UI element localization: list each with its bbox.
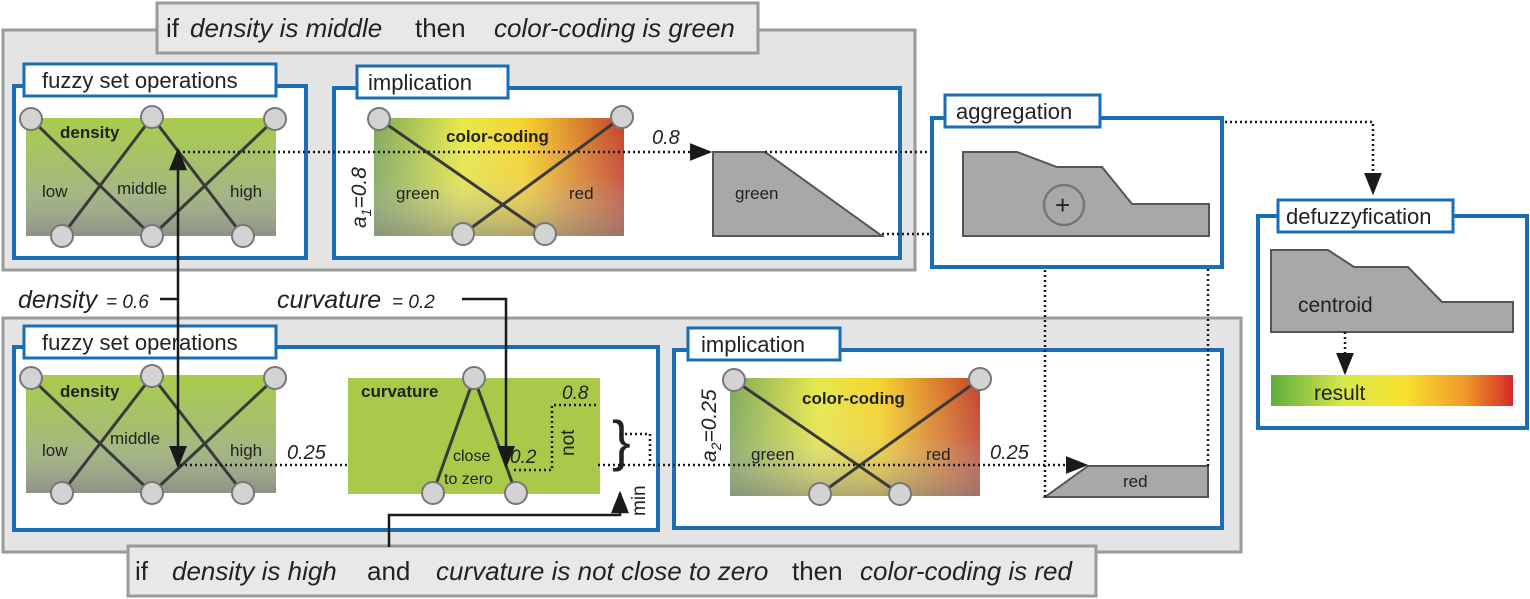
rule2-min-connector (620, 432, 652, 465)
rule2-min-label: min (629, 485, 650, 516)
rule2-density-heading: density (60, 382, 120, 401)
rule2-density-result: 0.25 (287, 442, 327, 464)
rule2-text: if density is high and curvature is not … (126, 544, 1098, 598)
rule1-then: then (415, 13, 466, 43)
rule2-min-brace: } (612, 409, 631, 472)
defuzzification-panel: defuzzyfication centroid result (1256, 198, 1529, 430)
result-colorbar (1271, 375, 1513, 406)
rule1-consequent: color-coding is green (494, 13, 735, 43)
rule2-text-box (126, 544, 1098, 598)
rule2-colorcoding-chart: color-coding green red (722, 367, 992, 506)
rule1-density-heading: density (60, 123, 120, 142)
rule1-result-label: green (735, 184, 778, 203)
rule1-colorcoding-heading: color-coding (446, 127, 549, 146)
aggregation-plus-symbol: + (1055, 190, 1070, 220)
result-label: result (1314, 382, 1366, 405)
rule1-set-red: red (569, 184, 594, 203)
rule1-colorcoding-chart: color-coding green red (367, 105, 634, 246)
rule2-set-high: high (230, 441, 262, 460)
aggregation-title: aggregation (956, 99, 1072, 124)
rule2-density-chart: density low middle high (19, 364, 287, 505)
rule1-density-chart: density low middle high (19, 105, 287, 248)
rule2-condition2: curvature is not close to zero (436, 556, 768, 586)
rule2-condition1: density is high (172, 556, 337, 586)
rule2-result-label: red (1123, 472, 1148, 491)
rule2-consequent: color-coding is red (860, 556, 1074, 586)
rule2-not-label: not (558, 429, 579, 456)
aggregation-panel: aggregation + (930, 93, 1382, 269)
rule2-implication-title: implication (701, 332, 805, 357)
rule2-set-green: green (751, 445, 794, 464)
rule2-curvature-heading: curvature (361, 382, 438, 401)
curvature-input-arrow (462, 297, 515, 469)
rule1-arrow-value: 0.8 (652, 127, 680, 149)
rule2-curvature-set-line2: to zero (444, 471, 493, 488)
curvature-input-value: = 0.2 (392, 292, 435, 313)
rule2-curvature-set-line1: close (453, 448, 490, 465)
rule1-set-low: low (42, 182, 68, 201)
rule2-curvature-chart: curvature close to zero 0.2 0.8 not (348, 366, 600, 505)
rule2-set-red: red (926, 445, 951, 464)
rule1-condition: density is middle (190, 13, 382, 43)
rule2-fuzzy-title: fuzzy set operations (42, 330, 238, 355)
rule1-set-high: high (230, 182, 262, 201)
aggregation-plus-circle (1042, 183, 1086, 227)
rule1-if: if (166, 13, 180, 43)
rule2-not-value: 0.8 (562, 383, 589, 404)
rule2-not-connector (514, 403, 598, 472)
density-input-name: density (18, 286, 99, 314)
defuzzification-title: defuzzyfication (1286, 204, 1432, 229)
rule2-set-low: low (42, 441, 68, 460)
rule1-set-green: green (396, 184, 439, 203)
rule1-implication-title: implication (368, 70, 472, 95)
rule1-fuzzy-title: fuzzy set operations (42, 68, 238, 93)
rule2-curvature-value: 0.2 (510, 447, 537, 468)
rule1-result-shape (712, 151, 886, 237)
defuzzification-shape (1270, 249, 1514, 333)
aggregated-shape (962, 151, 1210, 237)
rule2-colorcoding-heading: color-coding (802, 389, 905, 408)
rule1-a-label: a1=0.8 (348, 167, 374, 228)
rule1-text-box (155, 1, 760, 55)
inputs: density = 0.6 curvature = 0.2 (12, 147, 515, 469)
density-input-value: = 0.6 (106, 292, 149, 313)
rule2-text-to-min (387, 490, 629, 547)
rule2-if: if (135, 556, 149, 586)
rule2-then: then (792, 556, 843, 586)
aggregation-to-defuzz-arrow (1225, 120, 1382, 196)
rule2-and: and (367, 556, 410, 586)
rule1-panel: if density is middle then color-coding i… (1, 1, 965, 272)
rule2-a-label: a2=0.25 (698, 389, 724, 462)
rule1-set-middle: middle (117, 179, 167, 198)
rule2-arrow-value: 0.25 (990, 442, 1030, 464)
centroid-label: centroid (1298, 294, 1373, 317)
rule2-set-middle: middle (110, 429, 160, 448)
curvature-input-name: curvature (277, 286, 381, 314)
rule2-panel: fuzzy set operations density low middle … (1, 237, 1243, 554)
